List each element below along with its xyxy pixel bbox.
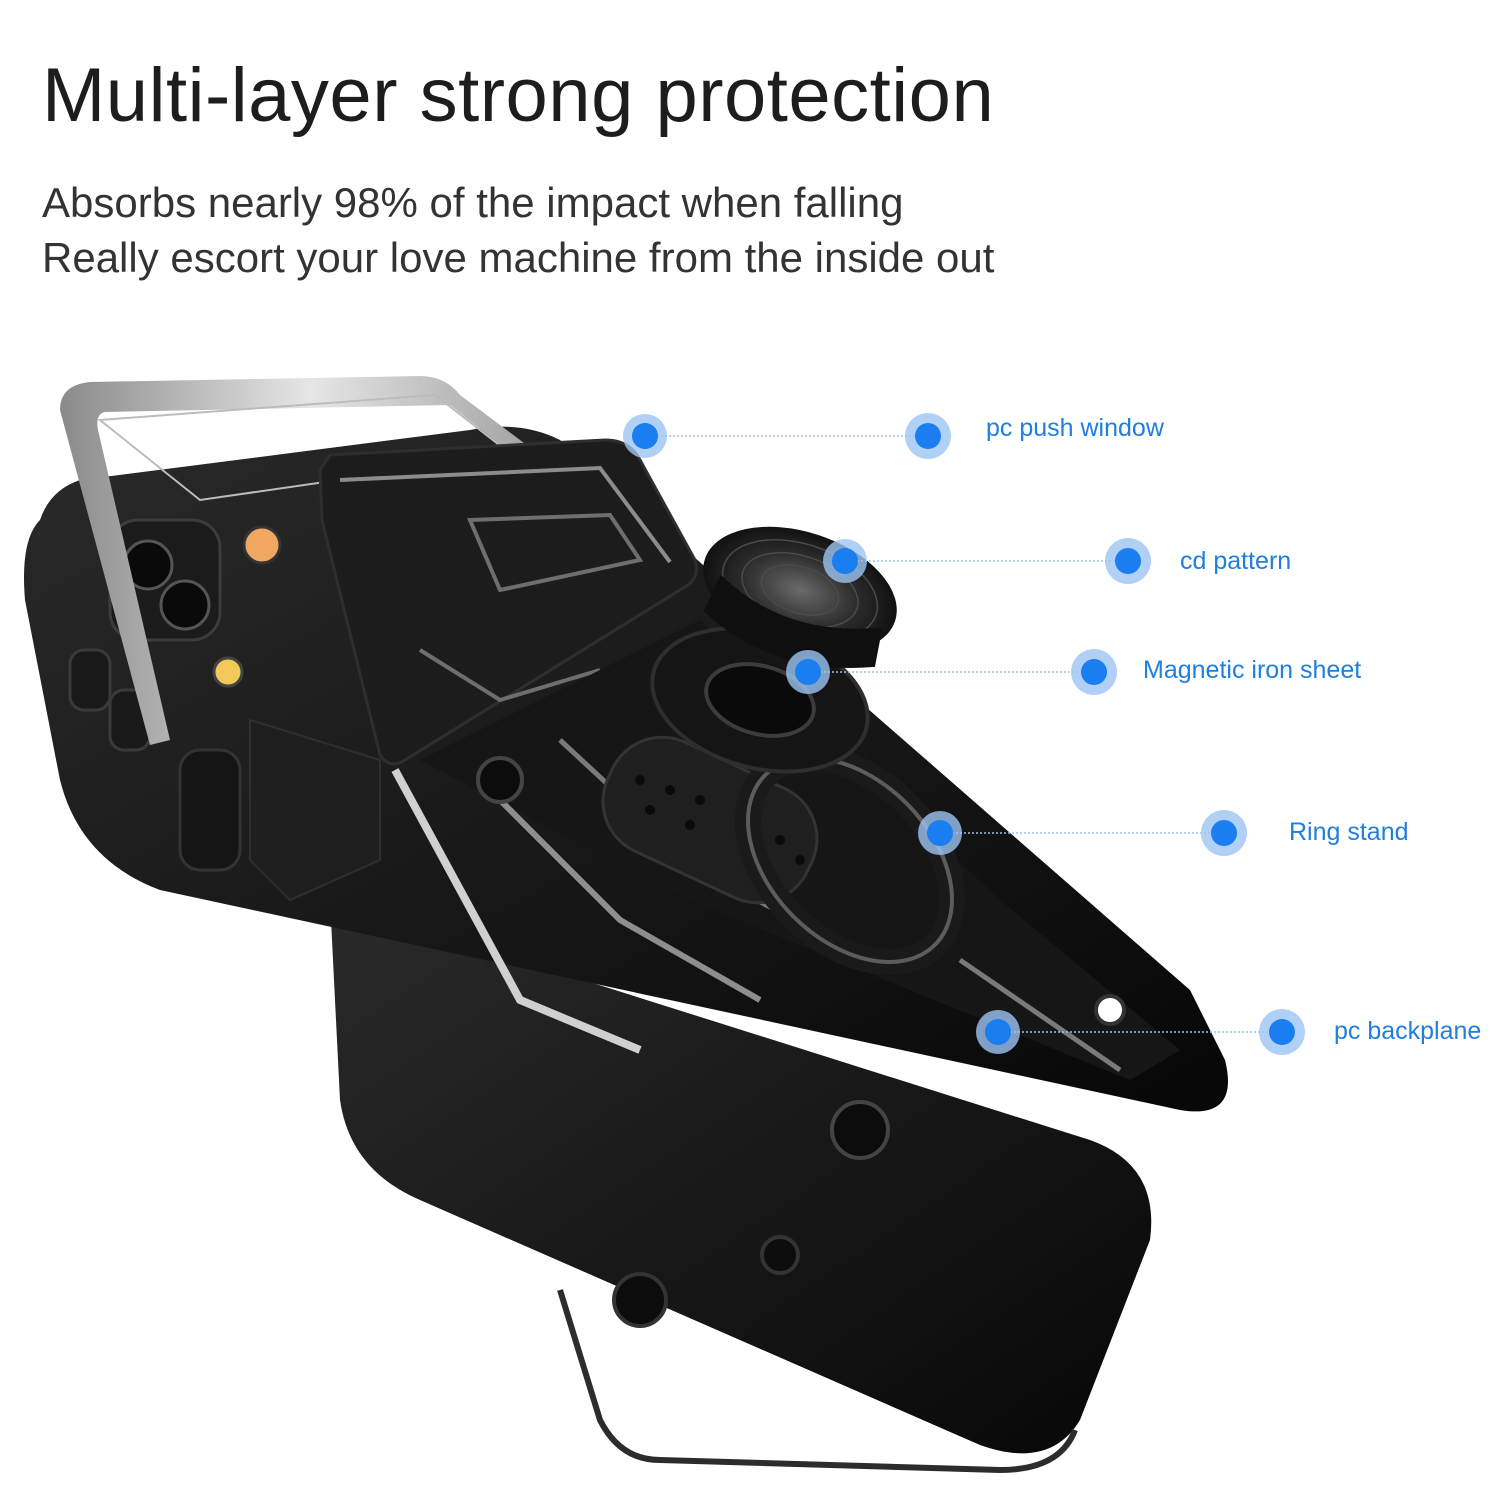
- callout-lines: [645, 435, 1282, 1033]
- callout-ring-stand: Ring stand: [1289, 818, 1409, 846]
- case-lower-half: [330, 900, 1152, 1454]
- marker-push-window-end: [905, 413, 951, 459]
- marker-iron-sheet-end: [1071, 649, 1117, 695]
- callout-pc-push-window: pc push window: [986, 414, 1164, 442]
- marker-cd-pattern-end: [1105, 538, 1151, 584]
- callout-pc-backplane: pc backplane: [1334, 1017, 1482, 1045]
- marker-iron-sheet-start: [786, 650, 830, 694]
- marker-backplane-end: [1259, 1009, 1305, 1055]
- callout-markers: [623, 413, 1305, 1055]
- subtitle-line-1: Absorbs nearly 98% of the impact when fa…: [42, 179, 904, 226]
- headline: Multi-layer strong protection: [42, 53, 995, 138]
- marker-cd-pattern-start: [823, 539, 867, 583]
- push-window: [318, 438, 698, 766]
- marker-backplane-start: [976, 1010, 1020, 1054]
- marker-ring-stand-start: [918, 811, 962, 855]
- subtitle-line-2: Really escort your love machine from the…: [42, 234, 995, 281]
- callout-magnetic-iron-sheet: Magnetic iron sheet: [1143, 656, 1362, 684]
- marker-push-window-start: [623, 414, 667, 458]
- marker-ring-stand-end: [1201, 810, 1247, 856]
- callout-cd-pattern: cd pattern: [1180, 547, 1292, 575]
